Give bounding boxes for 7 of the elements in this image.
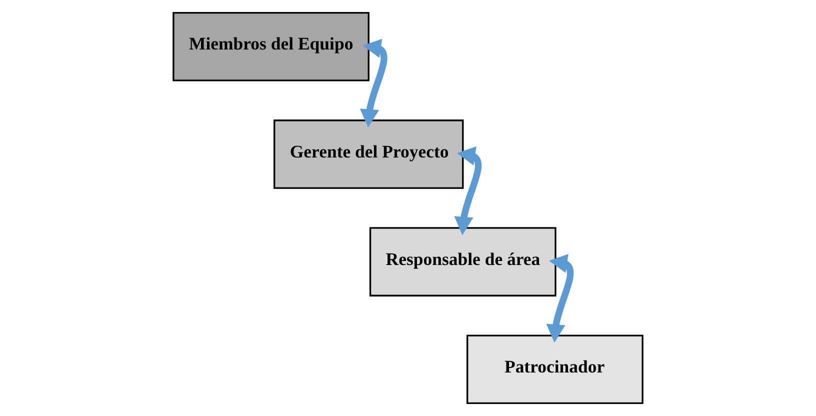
node-box: Miembros del Equipo [172,12,370,82]
node-box: Patrocinador [466,334,644,404]
arrow [546,254,574,343]
node-box: Responsable de área [369,227,556,296]
arrow [454,146,482,236]
node-box: Gerente del Proyecto [274,120,464,189]
arrow [360,38,388,128]
